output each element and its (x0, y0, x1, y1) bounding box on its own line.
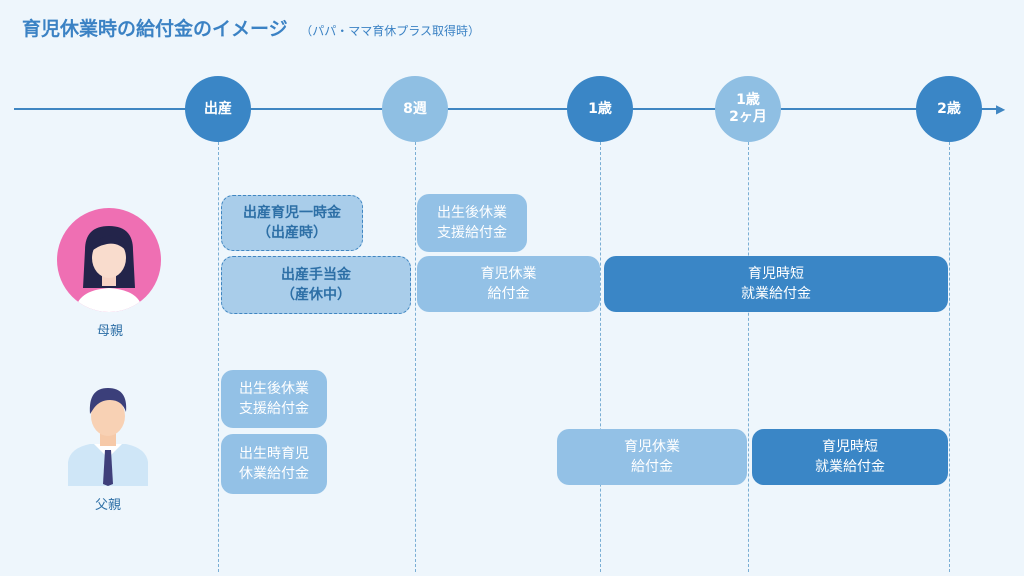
guide-line-1year2months (748, 142, 749, 572)
father-benefit-childcare-leave: 育児休業 給付金 (557, 429, 747, 485)
milestone-2years: 2歳 (916, 76, 982, 142)
guide-line-8weeks (415, 142, 416, 572)
mother-benefit-childcare-leave: 育児休業 給付金 (417, 256, 600, 312)
milestone-1year2months: 1歳 2ヶ月 (715, 76, 781, 142)
father-benefit-postnatal-leave-support: 出生後休業 支援給付金 (221, 370, 327, 428)
mother-benefit-shortened-hours: 育児時短 就業給付金 (604, 256, 948, 312)
guide-line-1year (600, 142, 601, 572)
milestone-1year: 1歳 (567, 76, 633, 142)
milestone-8weeks: 8週 (382, 76, 448, 142)
page-title: 育児休業時の給付金のイメージ （パパ・ママ育休プラス取得時） (22, 14, 480, 41)
title-sub: （パパ・ママ育休プラス取得時） (300, 24, 481, 38)
mother-benefit-postnatal-leave-support: 出生後休業 支援給付金 (417, 194, 527, 252)
father-benefit-shortened-hours: 育児時短 就業給付金 (752, 429, 948, 485)
guide-line-birth (218, 142, 219, 572)
mother-benefit-birth-lumpsum: 出産育児一時金 （出産時） (221, 195, 363, 251)
father-benefit-birth-childcare-leave: 出生時育児 休業給付金 (221, 434, 327, 494)
timeline-axis (14, 108, 1002, 110)
mother-label: 母親 (96, 324, 123, 339)
father-label: 父親 (94, 498, 121, 513)
mother-benefit-maternity-allowance: 出産手当金 （産休中） (221, 256, 411, 314)
title-main: 育児休業時の給付金のイメージ (22, 18, 288, 40)
timeline-arrow-icon: ▶ (996, 102, 1006, 116)
guide-line-2years (949, 142, 950, 572)
mother-avatar (57, 208, 161, 312)
milestone-birth: 出産 (185, 76, 251, 142)
father-avatar (68, 388, 148, 486)
